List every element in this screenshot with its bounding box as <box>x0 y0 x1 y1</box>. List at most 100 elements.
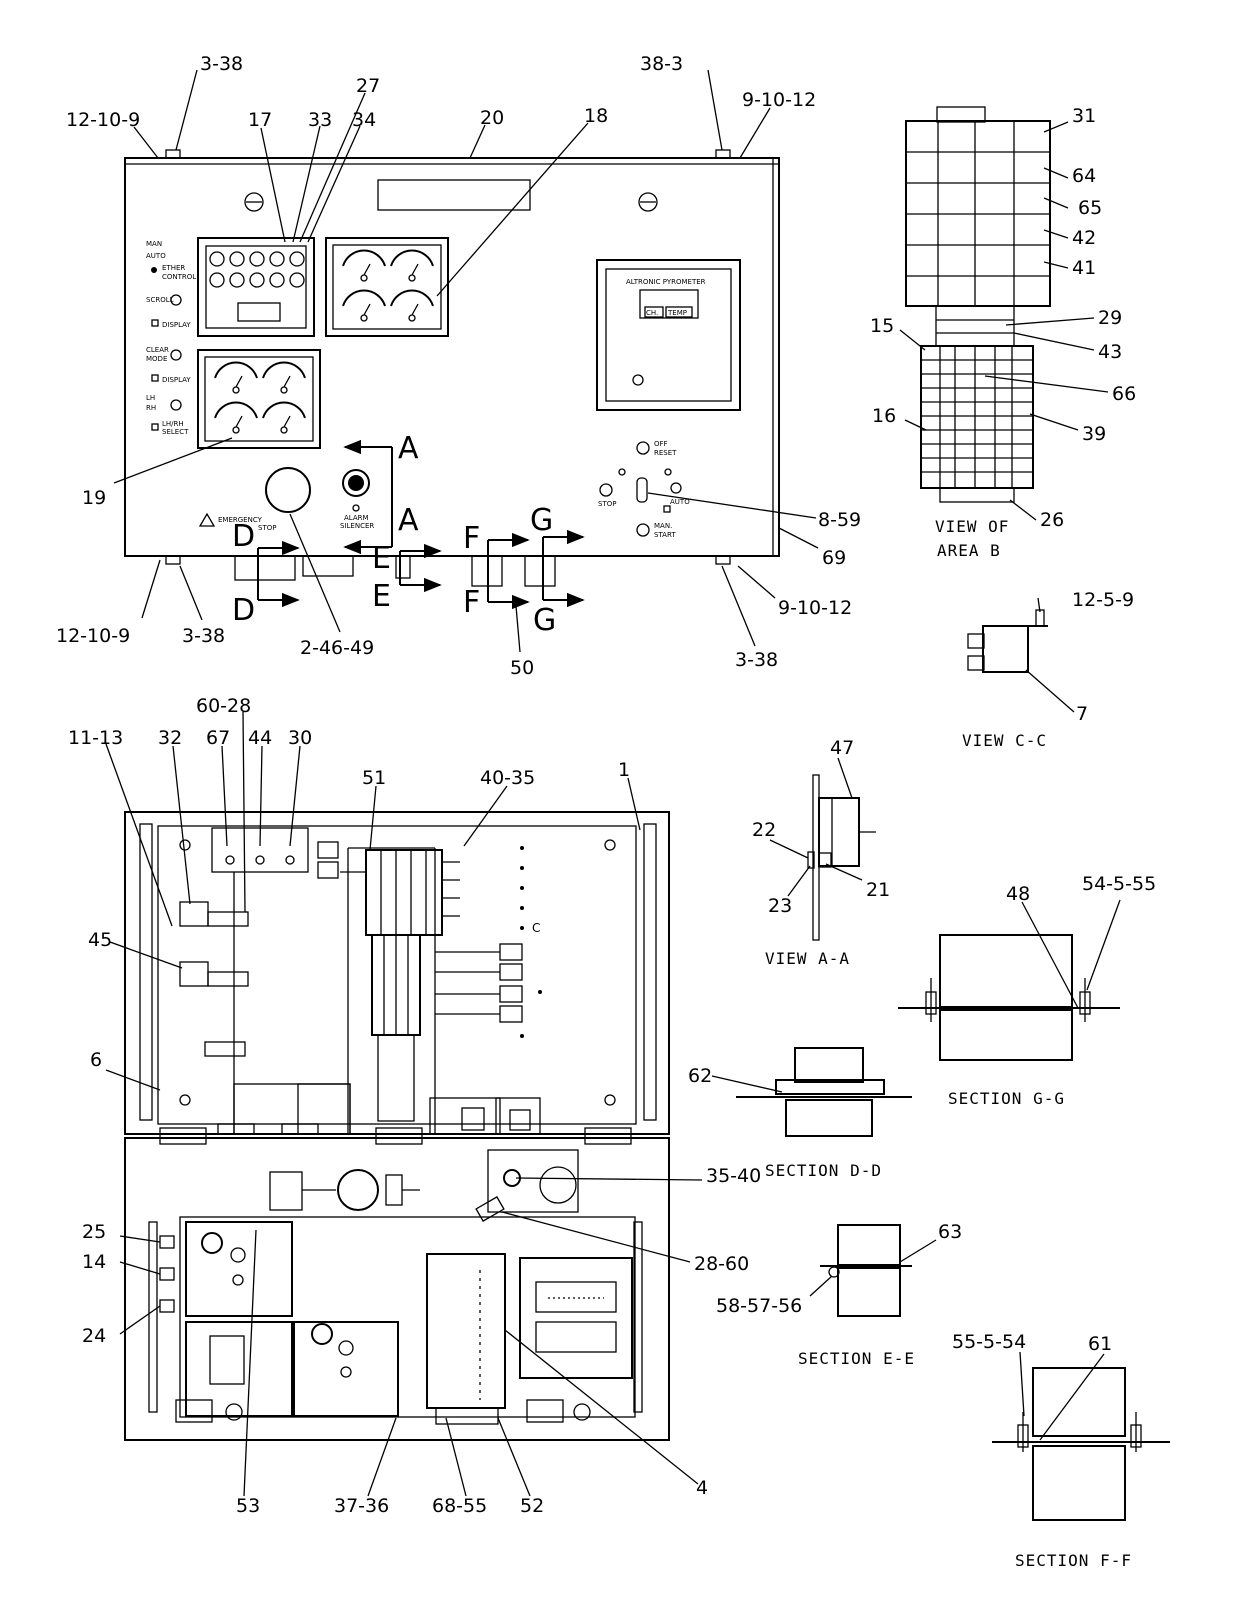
callout-54-5-55: 54-5-55 <box>1082 873 1156 895</box>
top-leaders <box>113 69 819 653</box>
indicator-lights <box>209 251 305 288</box>
section-e-e-title: SECTION E-E <box>798 1349 915 1368</box>
callout-6: 6 <box>90 1049 102 1071</box>
callout-3-38-tl: 3-38 <box>200 53 243 75</box>
pyrometer-ch: CH. <box>646 309 658 317</box>
callout-39: 39 <box>1082 423 1106 445</box>
bottom-leaders <box>105 711 703 1497</box>
section-letter-a-top: A <box>398 431 419 466</box>
callout-43: 43 <box>1098 341 1122 363</box>
section-letter-g-top: G <box>530 503 553 538</box>
callout-15: 15 <box>870 315 894 337</box>
callout-65: 65 <box>1078 197 1102 219</box>
pyrometer-temp: TEMP <box>667 309 687 317</box>
callout-38-3-tr: 38-3 <box>640 53 683 75</box>
callout-40-35: 40-35 <box>480 767 535 789</box>
callout-17: 17 <box>248 109 272 131</box>
estop-label-2: STOP <box>258 524 276 532</box>
callout-55-5-54: 55-5-54 <box>952 1331 1026 1353</box>
callout-2-46-49: 2-46-49 <box>300 637 374 659</box>
callout-24: 24 <box>82 1325 106 1347</box>
section-letter-e-top: E <box>372 541 391 576</box>
callout-labels: 3-38 12-10-9 17 33 27 34 20 18 38-3 9-10… <box>56 53 1156 1517</box>
open-enclosure-view: C <box>124 811 670 1441</box>
section-f-f-title: SECTION F-F <box>1015 1551 1132 1570</box>
callout-50: 50 <box>510 657 534 679</box>
callout-41: 41 <box>1072 257 1096 279</box>
callout-25: 25 <box>82 1221 106 1243</box>
alarm-label-2: SILENCER <box>340 522 374 530</box>
label-display-2: DISPLAY <box>162 376 191 384</box>
label-lh: LH <box>146 394 155 402</box>
section-letter-e-bottom: E <box>372 579 391 614</box>
section-d-d-title: SECTION D-D <box>765 1161 882 1180</box>
section-letter-d-bottom: D <box>232 593 255 628</box>
callout-12-10-9-tl: 12-10-9 <box>66 109 140 131</box>
callout-31: 31 <box>1072 105 1096 127</box>
callout-58-57-56: 58-57-56 <box>716 1295 802 1317</box>
estop-label: EMERGENCY <box>218 516 263 524</box>
section-letter-g-bottom: G <box>533 603 556 638</box>
callout-47: 47 <box>830 737 854 759</box>
view-area-b-title-2: AREA B <box>937 541 1001 560</box>
label-clear-mode: MODE <box>146 355 167 363</box>
callout-9-10-12-tr: 9-10-12 <box>742 89 816 111</box>
gauges-19 <box>214 361 306 434</box>
callout-48: 48 <box>1006 883 1030 905</box>
callout-1: 1 <box>618 759 630 781</box>
alarm-label: ALARM <box>344 514 369 522</box>
callout-18: 18 <box>584 105 608 127</box>
callout-3-38-br: 3-38 <box>735 649 778 671</box>
callout-69: 69 <box>822 547 846 569</box>
callout-12-5-9: 12-5-9 <box>1072 589 1134 611</box>
callout-14: 14 <box>82 1251 106 1273</box>
callout-29: 29 <box>1098 307 1122 329</box>
callout-45: 45 <box>88 929 112 951</box>
callout-62: 62 <box>688 1065 712 1087</box>
callout-35-40: 35-40 <box>706 1165 761 1187</box>
label-man: MAN <box>146 240 162 248</box>
front-panel-view: MAN AUTO ETHER CONTROL SCROLL DISPLAY CL… <box>124 149 780 638</box>
section-letter-a-bottom: A <box>398 503 419 538</box>
reset-label: RESET <box>654 449 677 457</box>
callout-20: 20 <box>480 107 504 129</box>
callout-63: 63 <box>938 1221 962 1243</box>
callout-32: 32 <box>158 727 182 749</box>
label-clear: CLEAR <box>146 346 169 354</box>
section-d-d: SECTION D-D <box>711 1047 912 1180</box>
view-a-a-title: VIEW A-A <box>765 949 850 968</box>
section-letter-c: C <box>532 921 540 935</box>
view-area-b-title-1: VIEW OF <box>935 517 1009 536</box>
callout-51: 51 <box>362 767 386 789</box>
callout-30: 30 <box>288 727 312 749</box>
stop-label: STOP <box>598 500 616 508</box>
label-auto: AUTO <box>146 252 166 260</box>
area-b-leaders <box>899 121 1109 521</box>
label-rh: RH <box>146 404 156 412</box>
callout-37-36: 37-36 <box>334 1495 389 1517</box>
callout-61: 61 <box>1088 1333 1112 1355</box>
section-e-e: SECTION E-E <box>798 1224 937 1368</box>
section-letter-f-bottom: F <box>463 585 480 620</box>
section-f-f: SECTION F-F <box>992 1351 1170 1570</box>
callout-22: 22 <box>752 819 776 841</box>
terminal-strip <box>921 346 1033 488</box>
callout-3-38-bl: 3-38 <box>182 625 225 647</box>
view-area-b: VIEW OF AREA B <box>905 106 1051 560</box>
start-label: START <box>654 531 676 539</box>
callout-64: 64 <box>1072 165 1096 187</box>
auto-label: AUTO <box>670 498 690 506</box>
callout-16: 16 <box>872 405 896 427</box>
callout-4: 4 <box>696 1477 708 1499</box>
label-lhrh-select: SELECT <box>162 428 189 436</box>
label-lhrh: LH/RH <box>162 420 184 428</box>
callout-66: 66 <box>1112 383 1136 405</box>
callout-52: 52 <box>520 1495 544 1517</box>
callout-42: 42 <box>1072 227 1096 249</box>
label-scroll: SCROLL <box>146 296 174 304</box>
view-a-a: VIEW A-A <box>765 757 876 968</box>
view-c-c: VIEW C-C <box>962 597 1075 750</box>
section-g-g: SECTION G-G <box>898 899 1121 1108</box>
callout-9-10-12-br: 9-10-12 <box>778 597 852 619</box>
